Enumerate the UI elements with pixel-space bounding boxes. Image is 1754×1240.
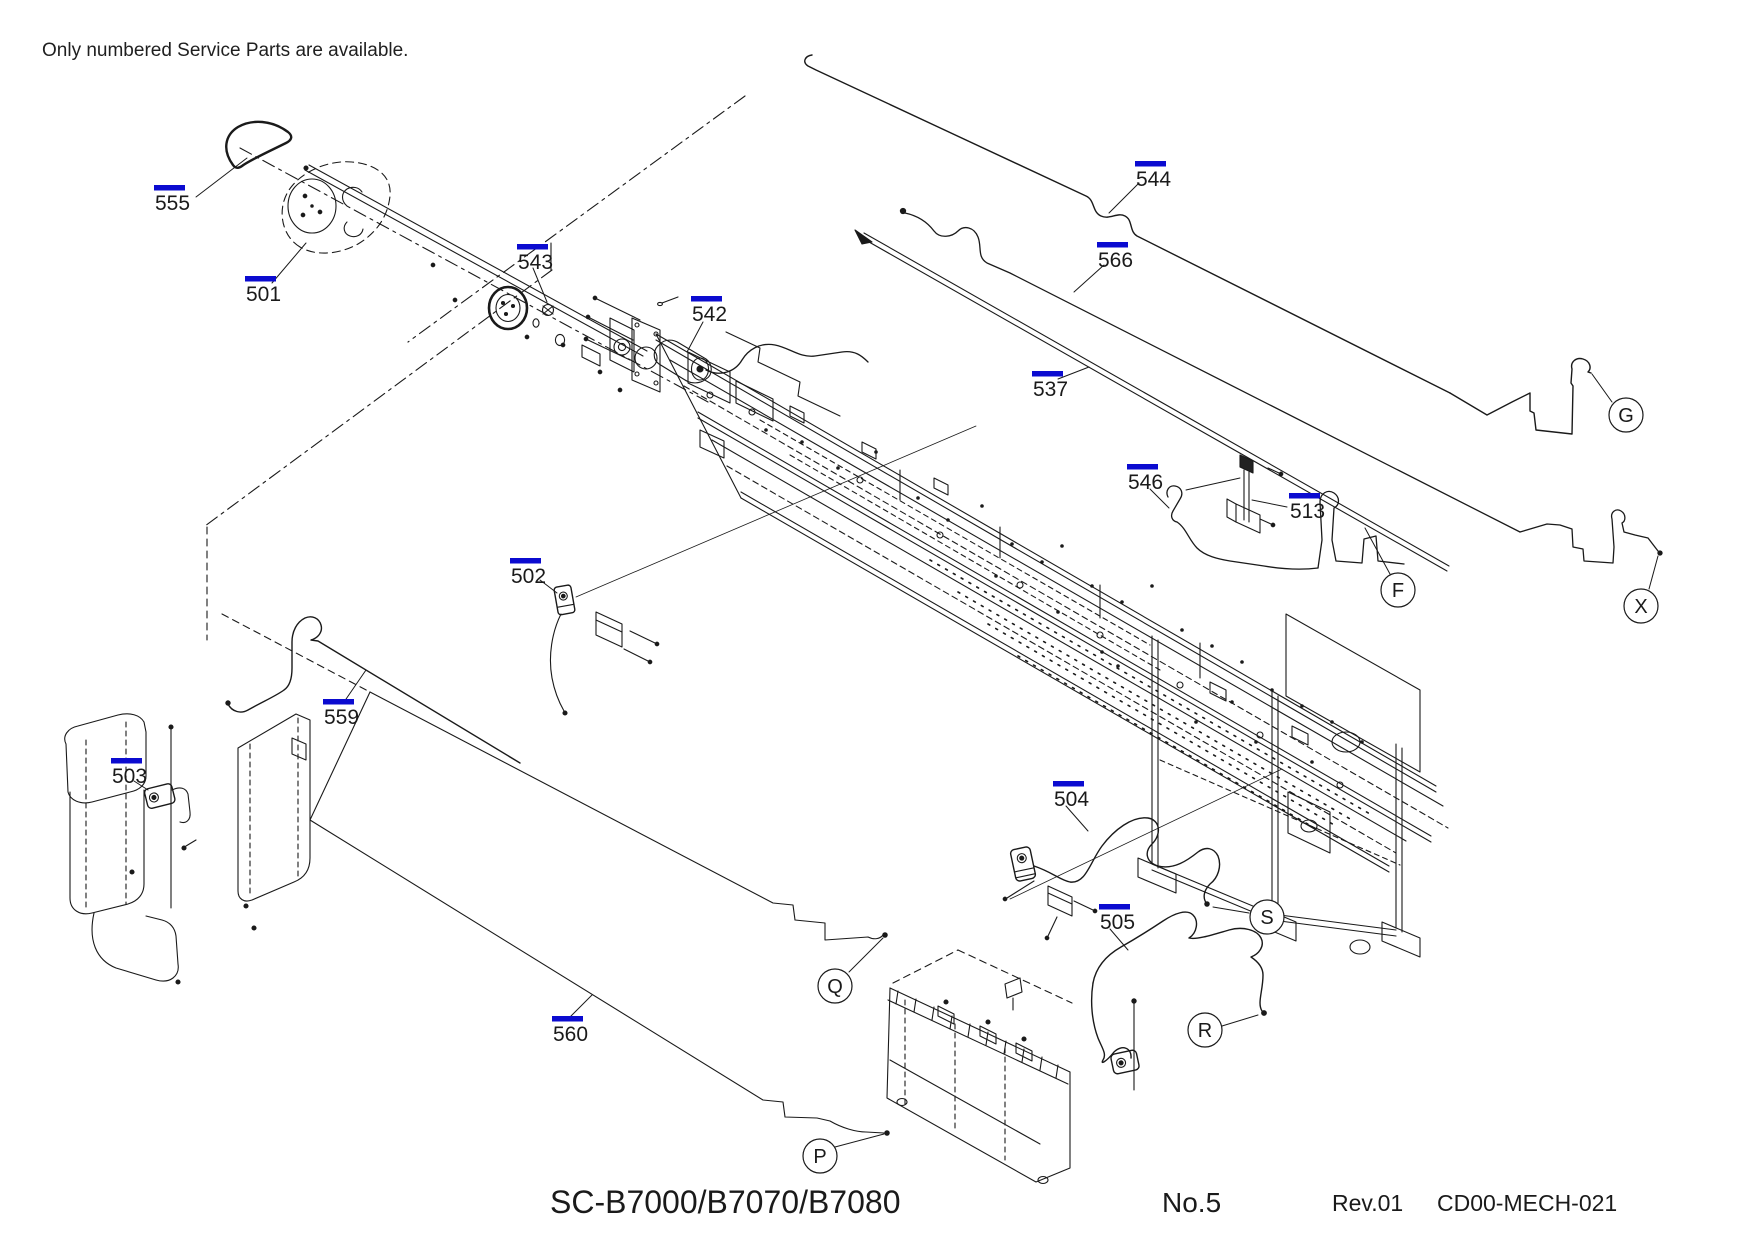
roller-shaft-drawing	[303, 164, 869, 393]
part-underline	[691, 296, 722, 302]
sensor-502-drawing	[549, 425, 977, 716]
part-number-text: 537	[1033, 378, 1068, 401]
ref-circle-letter: G	[1618, 405, 1634, 427]
part-label-560: 560	[552, 1016, 588, 1046]
part-number-text: 503	[112, 765, 147, 788]
part-underline	[111, 758, 142, 764]
part-number-text: 566	[1098, 249, 1133, 272]
tank-assembly-drawing	[886, 977, 1071, 1185]
ref-circle-letter: F	[1392, 580, 1404, 602]
part-label-504: 504	[1053, 781, 1089, 811]
part-label-544: 544	[1135, 161, 1171, 191]
ref-circle-Q: Q	[817, 968, 853, 1004]
part-number-text: 560	[553, 1023, 588, 1046]
sensor-504-drawing	[1002, 768, 1283, 941]
ref-circle-outline	[1187, 1012, 1223, 1048]
part-underline	[552, 1016, 583, 1022]
part-number-text: 543	[518, 251, 553, 274]
sensor-503-drawing	[143, 783, 176, 809]
footer: SC-B7000/B7070/B7080 No.5 Rev.01 CD00-ME…	[550, 1184, 1617, 1220]
part-underline	[1289, 493, 1320, 499]
part-number-text: 501	[246, 283, 281, 306]
cable-566-drawing	[899, 207, 1663, 564]
part-number-text: 544	[1136, 168, 1171, 191]
part-underline	[323, 699, 354, 705]
cable-559-drawing	[225, 616, 521, 764]
part-label-559: 559	[323, 699, 359, 729]
hole-marks	[856, 476, 1344, 789]
cable-544-drawing	[804, 54, 1592, 435]
pulley-501-drawing	[281, 161, 391, 254]
ref-circle-outline	[1380, 572, 1416, 608]
part-number-text: 559	[324, 706, 359, 729]
part-number-text: 542	[692, 303, 727, 326]
part-underline	[1127, 464, 1158, 470]
part-label-546: 546	[1127, 464, 1163, 494]
part-underline	[1097, 242, 1128, 248]
ref-circle-S: S	[1249, 899, 1285, 935]
part-underline	[517, 244, 548, 250]
part-number-text: 504	[1054, 788, 1089, 811]
part-label-543: 543	[517, 244, 553, 274]
part-number-text: 555	[155, 192, 190, 215]
ref-circles-layer: G F X S Q R P	[802, 397, 1659, 1174]
leader-lines	[133, 157, 1659, 1148]
ref-circle-letter: P	[813, 1146, 826, 1168]
part-number-text: 546	[1128, 471, 1163, 494]
ref-circle-outline	[817, 968, 853, 1004]
part-underline	[1099, 904, 1130, 910]
part-underline	[154, 185, 185, 191]
note-text: Only numbered Service Parts are availabl…	[42, 40, 408, 61]
part-label-505: 505	[1099, 904, 1135, 934]
printer-chassis-drawing	[655, 331, 1449, 958]
part-underline	[1053, 781, 1084, 787]
footer-model-text: SC-B7000/B7070/B7080	[550, 1184, 900, 1220]
cable-505-drawing	[1090, 911, 1267, 1091]
part-label-542: 542	[691, 296, 727, 326]
ref-circle-letter: X	[1634, 596, 1647, 618]
cable-546-drawing	[1166, 477, 1405, 570]
ref-circle-letter: S	[1260, 907, 1273, 929]
ref-circle-outline	[1608, 397, 1644, 433]
screw-marks	[764, 428, 1364, 764]
part-labels-layer: 555 501 543 542 544 566 537 546 513 502 559 503 504 5…	[111, 161, 1325, 1046]
shaft-537-drawing	[854, 229, 1450, 572]
part-label-501: 501	[245, 276, 281, 306]
part-label-503: 503	[111, 758, 147, 788]
ref-circle-X: X	[1623, 588, 1659, 624]
part-label-513: 513	[1289, 493, 1325, 523]
construction-lines	[204, 95, 746, 527]
part-label-537: 537	[1032, 371, 1068, 401]
bracket-513-drawing	[1226, 454, 1284, 534]
ref-circle-letter: R	[1198, 1020, 1212, 1042]
left-duct-assembly-drawing	[64, 713, 311, 985]
part-label-555: 555	[154, 185, 190, 215]
ref-circle-F: F	[1380, 572, 1416, 608]
ghost-dashed-lines	[206, 526, 1073, 1004]
part-number-text: 513	[1290, 500, 1325, 523]
part-number-text: 502	[511, 565, 546, 588]
footer-sheet-number: No.5	[1162, 1187, 1221, 1218]
ref-circle-R: R	[1187, 1012, 1223, 1048]
panel-560-drawing	[309, 691, 890, 1136]
footer-revision: Rev.01	[1332, 1190, 1403, 1216]
belt-555-drawing	[225, 120, 293, 169]
part-label-502: 502	[510, 558, 546, 588]
ref-circle-outline	[1249, 899, 1285, 935]
ref-circle-letter: Q	[827, 976, 843, 998]
ref-circle-outline	[1623, 588, 1659, 624]
part-underline	[245, 276, 276, 282]
part-label-566: 566	[1097, 242, 1133, 272]
part-underline	[510, 558, 541, 564]
ref-circle-outline	[802, 1138, 838, 1174]
part-underline	[1135, 161, 1166, 167]
ref-circle-P: P	[802, 1138, 838, 1174]
part-number-text: 505	[1100, 911, 1135, 934]
footer-doc-code: CD00-MECH-021	[1437, 1190, 1617, 1216]
part-underline	[1032, 371, 1063, 377]
ref-circle-G: G	[1608, 397, 1644, 433]
